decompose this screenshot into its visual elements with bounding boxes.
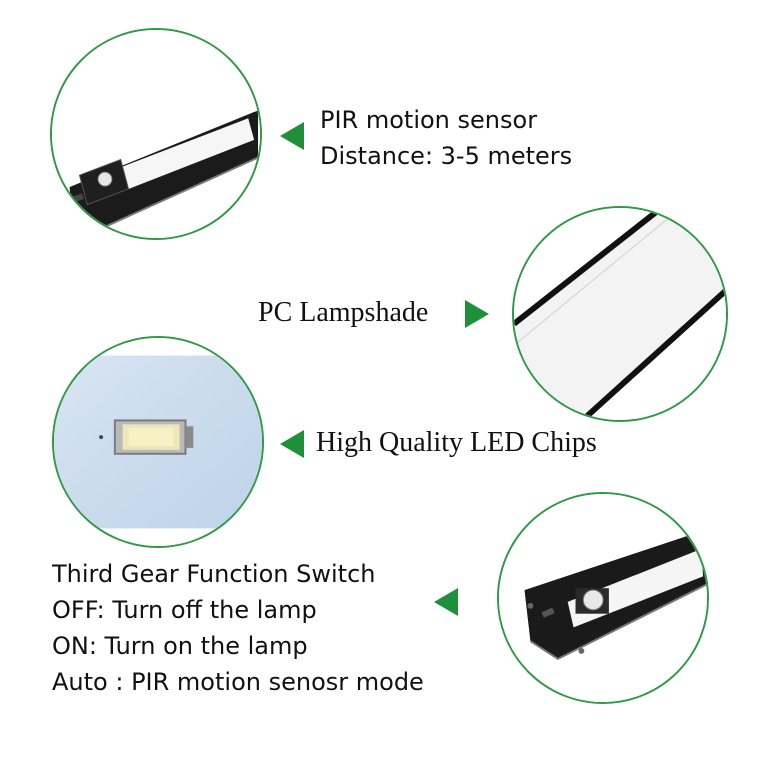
switch-auto: Auto : PIR motion senosr mode [52, 668, 424, 696]
led-chip-closeup [52, 336, 264, 548]
led-chip-photo [54, 338, 262, 546]
lampshade-closeup [512, 206, 728, 422]
pointer-left-icon [280, 430, 304, 458]
switch-photo [499, 494, 707, 702]
switch-closeup [497, 492, 709, 704]
chips-caption: High Quality LED Chips [316, 427, 597, 458]
lampshade-photo [514, 208, 726, 420]
lampshade-caption: PC Lampshade [258, 297, 429, 328]
switch-title: Third Gear Function Switch [52, 560, 376, 588]
pointer-right-icon [465, 300, 489, 328]
pointer-left-icon [434, 588, 458, 616]
pointer-left-icon [280, 122, 304, 150]
pir-caption: PIR motion sensor Distance: 3-5 meters [320, 102, 572, 174]
pir-title: PIR motion sensor [320, 106, 538, 134]
pir-distance: Distance: 3-5 meters [320, 142, 573, 170]
pir-sensor-photo [52, 30, 260, 238]
pir-sensor-closeup [50, 28, 262, 240]
switch-on: ON: Turn on the lamp [52, 632, 308, 660]
switch-off: OFF: Turn off the lamp [52, 596, 317, 624]
switch-caption: Third Gear Function Switch OFF: Turn off… [52, 556, 424, 700]
